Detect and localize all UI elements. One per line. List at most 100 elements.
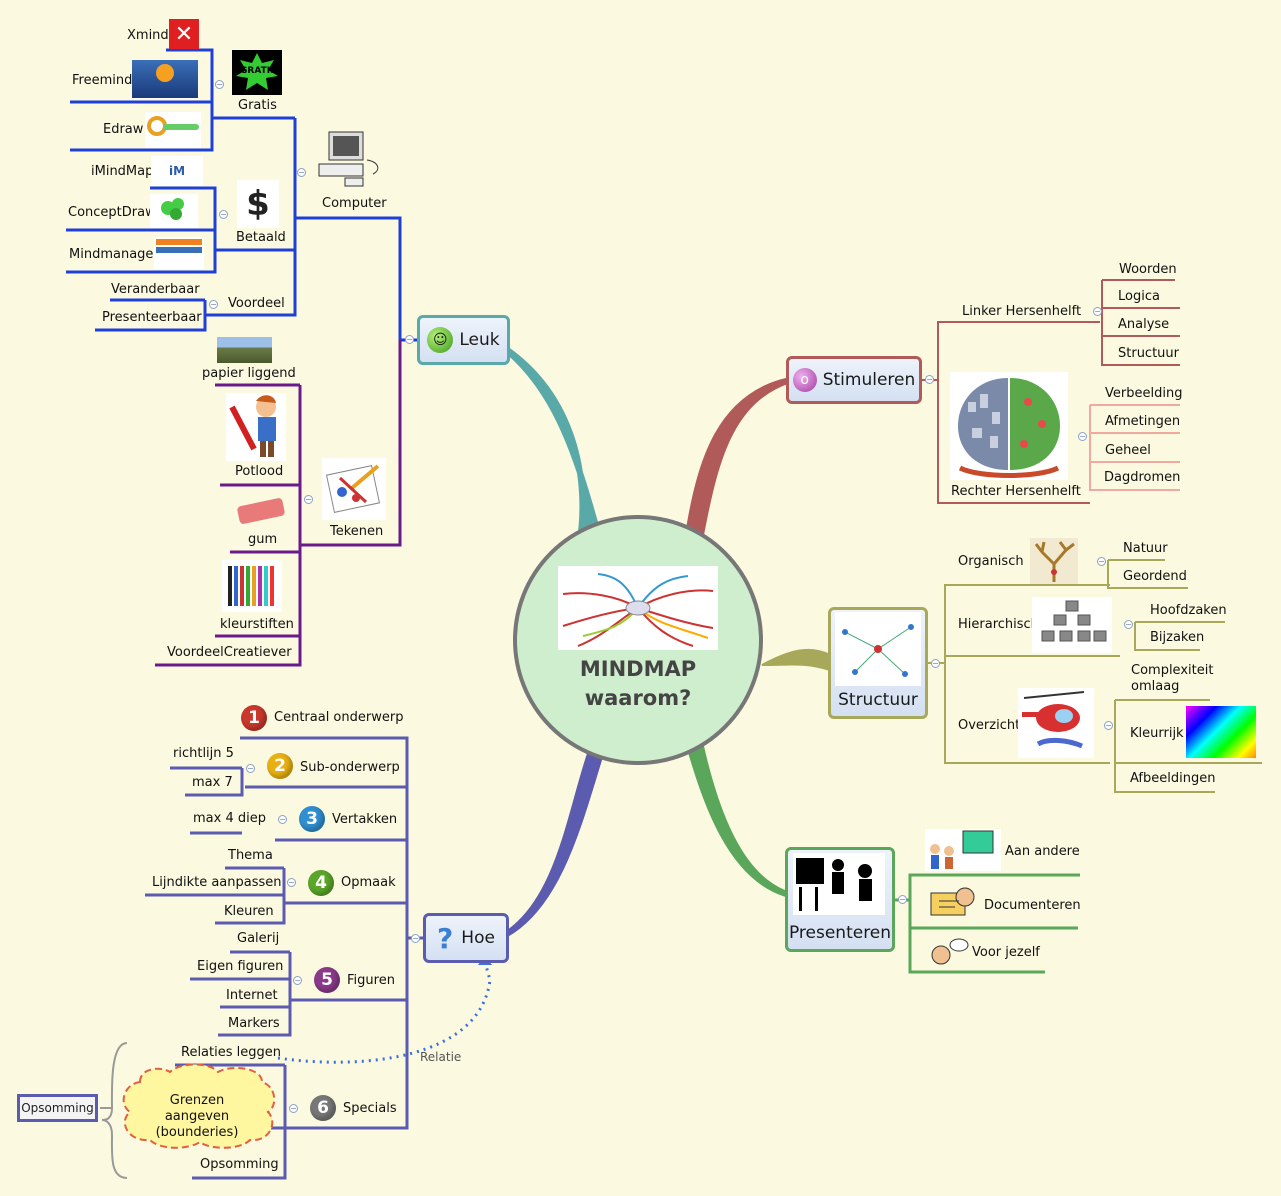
gratis-badge-image: GRATIS xyxy=(232,50,282,95)
freemind-label: Freemind xyxy=(72,73,133,88)
betaald-collapse-toggle[interactable]: − xyxy=(219,210,228,219)
relation-line xyxy=(277,961,492,1064)
edraw-logo xyxy=(145,112,201,148)
question-mark-icon: ? xyxy=(437,921,454,955)
veranderbaar-label: Veranderbaar xyxy=(111,282,200,297)
number-4-icon: 4 xyxy=(308,870,334,896)
woorden-label: Woorden xyxy=(1119,262,1177,277)
rechter-branches xyxy=(1089,404,1180,491)
figuren-collapse-toggle[interactable]: − xyxy=(293,976,302,985)
aan-andere-label: Aan andere xyxy=(1005,844,1080,859)
tekenen-branches xyxy=(155,340,402,667)
branch-presenteren xyxy=(683,739,791,898)
overzicht-collapse-toggle[interactable]: − xyxy=(1104,721,1113,730)
centraal-onderwerp-label: Centraal onderwerp xyxy=(274,710,404,725)
structuur-collapse-toggle[interactable]: − xyxy=(931,659,940,668)
eraser-shape xyxy=(236,497,286,525)
mindmanager-logo-bar1 xyxy=(156,239,202,245)
imindmap-label: iMindMap xyxy=(91,164,154,179)
organisch-label: Organisch xyxy=(958,554,1024,569)
voor-jezelf-label: Voor jezelf xyxy=(972,945,1040,960)
conceptdraw-label: ConceptDraw xyxy=(68,205,156,220)
computer-branches xyxy=(66,48,417,342)
leuk-collapse-toggle[interactable]: − xyxy=(405,335,414,344)
number-1-text: 1 xyxy=(248,708,260,728)
edraw-logo-swoosh xyxy=(163,124,199,130)
node-leuk[interactable]: ☺ Leuk xyxy=(417,315,510,365)
mindmanager-label: Mindmanager xyxy=(69,247,159,262)
voordeel-label: Voordeel xyxy=(228,296,285,311)
max-7-label: max 7 xyxy=(192,775,233,790)
markers-image xyxy=(222,560,282,612)
tekenen-label: Tekenen xyxy=(330,524,384,539)
number-4-text: 4 xyxy=(315,873,327,893)
verbeelding-label: Verbeelding xyxy=(1105,386,1183,401)
tekenen-collapse-toggle[interactable]: − xyxy=(304,495,313,504)
hoe-collapse-toggle[interactable]: − xyxy=(411,934,420,943)
branch-leuk xyxy=(498,342,604,543)
hierarchisch-collapse-toggle[interactable]: − xyxy=(1124,620,1133,629)
thema-label: Thema xyxy=(228,848,273,863)
afmetingen-label: Afmetingen xyxy=(1105,414,1181,429)
node-hoe-label: Hoe xyxy=(461,928,495,948)
presenteren-collapse-toggle[interactable]: − xyxy=(898,895,907,904)
figuren-label: Figuren xyxy=(347,973,395,988)
node-presenteren-label: Presenteren xyxy=(788,923,892,943)
opsomming-leaf-label: Opsomming xyxy=(200,1157,279,1172)
computer-collapse-toggle[interactable]: − xyxy=(297,168,306,177)
kleuren-label: Kleuren xyxy=(224,904,274,919)
documenting-image xyxy=(925,883,981,923)
number-6-icon: 6 xyxy=(310,1095,336,1121)
branch-hoe xyxy=(503,744,606,938)
voordeel-collapse-toggle[interactable]: − xyxy=(209,300,218,309)
vertakken-collapse-toggle[interactable]: − xyxy=(278,815,287,824)
node-stimuleren-label: Stimuleren xyxy=(822,370,916,390)
central-title-line1: MINDMAP xyxy=(579,657,697,681)
landscape-image xyxy=(217,337,272,363)
dollar-icon: $ xyxy=(237,180,279,228)
logica-label: Logica xyxy=(1118,289,1160,304)
rechter-collapse-toggle[interactable]: − xyxy=(1078,432,1087,441)
branch-structuur xyxy=(761,648,831,672)
geordend-label: Geordend xyxy=(1123,569,1187,584)
papier-liggend-label: papier liggend xyxy=(202,366,296,381)
node-stimuleren[interactable]: o Stimuleren xyxy=(786,356,922,404)
summary-box[interactable]: Opsomming xyxy=(17,1094,98,1122)
central-title: MINDMAP waarom? xyxy=(540,655,736,713)
branch-stimuleren xyxy=(684,377,791,545)
gum-label: gum xyxy=(248,532,278,547)
documenteren-label: Documenteren xyxy=(984,898,1081,913)
boundary-cloud xyxy=(122,1063,276,1149)
gratis-collapse-toggle[interactable]: − xyxy=(215,80,224,89)
number-2-icon: 2 xyxy=(267,753,293,779)
xmind-logo: ✕ xyxy=(169,19,199,49)
linker-collapse-toggle[interactable]: − xyxy=(1093,307,1102,316)
node-hoe[interactable]: ? Hoe xyxy=(423,913,509,963)
tree-image xyxy=(1030,538,1078,584)
sub-onderwerp-collapse-toggle[interactable]: − xyxy=(246,764,255,773)
linker-hersenhelft-label: Linker Hersenhelft xyxy=(962,304,1082,319)
central-title-line2: waarom? xyxy=(584,686,692,710)
stimuleren-collapse-toggle[interactable]: − xyxy=(925,375,934,384)
number-1-icon: 1 xyxy=(241,705,267,731)
brain-image xyxy=(950,372,1068,480)
presentation-figures-image xyxy=(793,853,885,915)
number-3-icon: 3 xyxy=(299,806,325,832)
structuur-branches xyxy=(928,559,1262,793)
number-3-text: 3 xyxy=(306,809,318,829)
drawing-tools-image xyxy=(322,458,386,520)
number-6-text: 6 xyxy=(317,1098,329,1118)
specials-collapse-toggle[interactable]: − xyxy=(289,1104,298,1113)
freemind-logo xyxy=(132,60,198,98)
hoe-branches xyxy=(135,736,425,1180)
internet-label: Internet xyxy=(226,988,278,1003)
number-5-text: 5 xyxy=(321,970,333,990)
hierarchy-image xyxy=(1032,597,1112,653)
network-diagram-image xyxy=(835,612,921,686)
organisch-collapse-toggle[interactable]: − xyxy=(1097,557,1106,566)
smiley-icon: ☺ xyxy=(427,327,454,353)
number-2-text: 2 xyxy=(274,756,286,776)
xmind-label: Xmind xyxy=(127,28,169,43)
opmaak-collapse-toggle[interactable]: − xyxy=(287,878,296,887)
freemind-logo-mark xyxy=(156,64,174,82)
